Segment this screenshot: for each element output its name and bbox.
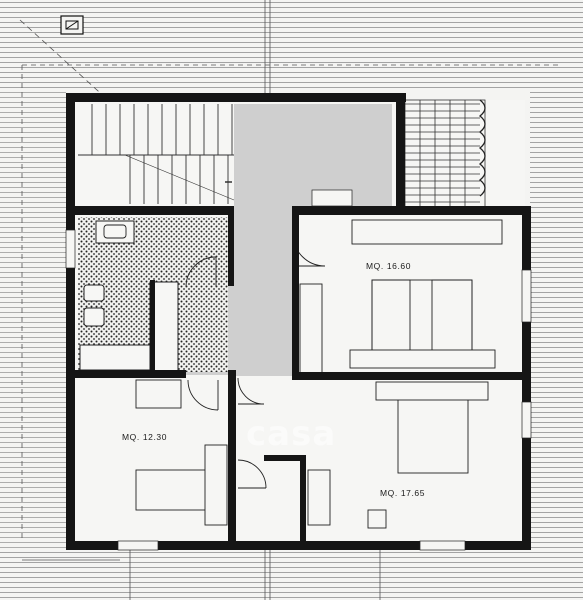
- chimney-symbol: [60, 15, 84, 35]
- construction-lines: [19, 0, 560, 600]
- walls: [66, 93, 531, 550]
- watermark: casa: [246, 414, 337, 454]
- windows: [65, 189, 532, 551]
- terrace: [404, 99, 486, 209]
- room-label-bedroom-lower-right: MQ. 17.65: [380, 488, 426, 498]
- staircase: [78, 104, 235, 204]
- room-label-bedroom-upper-right: MQ. 16.60: [366, 261, 412, 271]
- bedroom-lower-right-furniture: [307, 381, 489, 529]
- room-label-bedroom-left: MQ. 12.30: [122, 432, 168, 442]
- bedroom-left-furniture: [135, 379, 228, 526]
- bedroom-upper-right-furniture: [299, 219, 503, 375]
